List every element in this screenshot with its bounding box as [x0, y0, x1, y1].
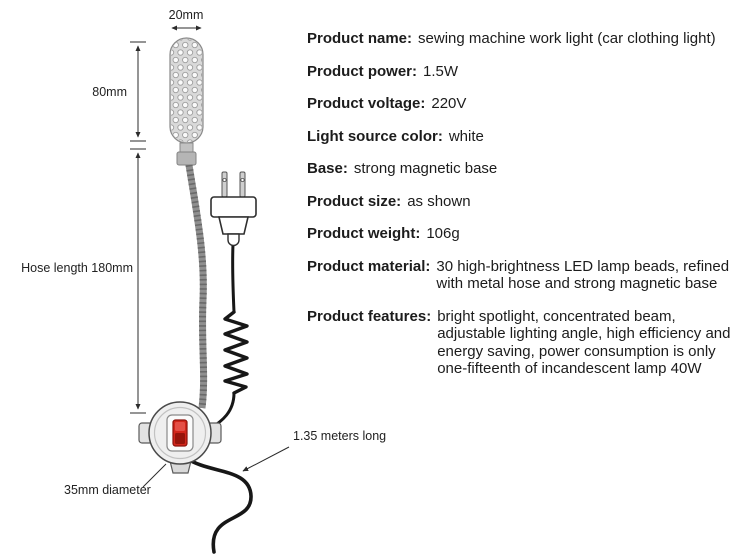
spec-label: Product voltage: [307, 95, 426, 112]
spec-label: Product material: [307, 257, 431, 275]
spec-row-product-features: Product features: bright spotlight, conc… [307, 308, 744, 378]
power-cable [184, 456, 253, 554]
power-switch[interactable] [172, 419, 188, 447]
spec-label: Product features: [307, 307, 432, 325]
lamp-head [169, 37, 204, 144]
cord-coil [223, 310, 249, 395]
plug-prong [221, 171, 228, 198]
plug-cord [209, 243, 249, 431]
spec-row-product-voltage: Product voltage: 220V [307, 95, 744, 113]
spec-row-product-name: Product name: sewing machine work light … [307, 30, 744, 48]
power-plug [210, 171, 257, 247]
spec-row-base: Base: strong magnetic base [307, 160, 744, 178]
dimension-annotations: 20mm 80mm Hose length 180mm 35mm diamete… [21, 8, 386, 497]
spec-value: bright spotlight, concentrated beam, adj… [437, 307, 731, 378]
cord-length-leader [242, 446, 290, 472]
lamp-neck [176, 142, 197, 166]
spec-label: Light source color: [307, 127, 443, 145]
spec-value: 1.5W [423, 62, 459, 80]
spec-row-product-power: Product power: 1.5W [307, 63, 744, 81]
base-diameter-leader [142, 463, 167, 488]
spec-label: Product weight: [307, 225, 421, 242]
magnetic-base [138, 401, 222, 474]
cord-length-label: 1.35 meters long [293, 429, 386, 443]
spec-value: sewing machine work light (car clothing … [418, 30, 716, 47]
spec-row-light-source-color: Light source color: white [307, 128, 744, 146]
spec-row-product-weight: Product weight: 106g [307, 225, 744, 243]
spec-value: 106g [426, 225, 460, 242]
spec-label: Base: [307, 160, 348, 177]
spec-label: Product power: [307, 62, 418, 80]
spec-list: Product name: sewing machine work light … [307, 30, 744, 393]
base-diameter-label: 35mm diameter [64, 483, 151, 497]
plug-prong [239, 171, 246, 198]
spec-value: 30 high-brightness LED lamp beads, refin… [436, 257, 730, 293]
spec-row-product-material: Product material: 30 high-brightness LED… [307, 258, 744, 293]
led-dots [171, 39, 202, 142]
gooseneck-hose [185, 164, 208, 409]
head-height-label: 80mm [92, 85, 127, 99]
head-width-label: 20mm [169, 8, 204, 22]
spec-row-product-size: Product size: as shown [307, 193, 744, 211]
spec-value: white [448, 127, 484, 145]
hose-length-label: Hose length 180mm [21, 261, 133, 275]
spec-label: Product name: [307, 30, 413, 47]
spec-value: as shown [407, 192, 471, 210]
spec-label: Product size: [307, 192, 402, 210]
spec-value: strong magnetic base [353, 160, 498, 177]
spec-value: 220V [431, 95, 467, 112]
